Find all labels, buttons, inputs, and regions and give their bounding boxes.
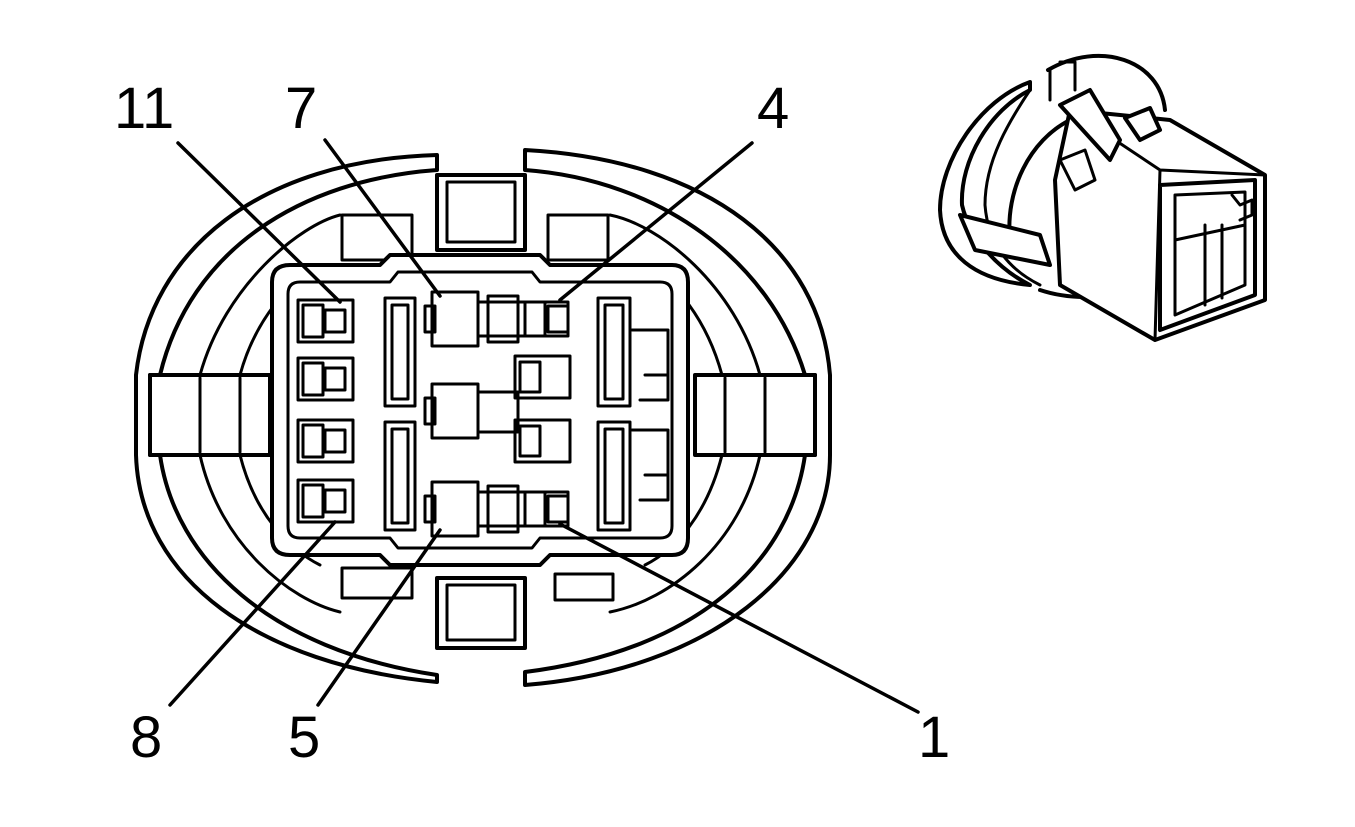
leader-lines: [168, 138, 920, 714]
housing-outer-right: [523, 148, 832, 687]
slot-left-lower: [383, 420, 417, 532]
pin-10: [296, 356, 355, 402]
leader-11: [176, 141, 342, 304]
iso-flange: [938, 80, 1032, 287]
slot-right-upper: [596, 296, 632, 408]
top-lock-tab: [435, 173, 527, 252]
pin-11: [296, 298, 355, 344]
leader-7: [323, 138, 442, 298]
right-latch-detail: [630, 328, 670, 502]
pin-2: [513, 418, 572, 464]
leader-8: [168, 520, 337, 707]
pin-label-4: 4: [757, 76, 789, 141]
bottom-lock-tab: [435, 576, 527, 650]
pin-labels: 11 7 4 8 5 1: [114, 76, 950, 770]
pin-9: [296, 418, 355, 464]
pin-6: [423, 382, 520, 440]
bottom-key-left: [340, 566, 414, 600]
pin-3: [513, 354, 572, 400]
iso-top-latch: [1058, 88, 1122, 162]
housing-inner-ring-1: [198, 213, 762, 614]
slot-left-upper: [383, 296, 417, 408]
leader-4: [558, 141, 754, 302]
pin-label-1: 1: [918, 705, 950, 770]
pin-label-5: 5: [288, 705, 320, 770]
leader-1: [558, 522, 920, 714]
pin-4: [476, 294, 570, 344]
terminal-block-outer: [270, 253, 690, 567]
pin-label-8: 8: [130, 705, 162, 770]
top-key-left: [340, 213, 414, 262]
bottom-key-right: [553, 572, 615, 602]
side-latch-right: [693, 373, 817, 457]
connector-isometric-view: [938, 54, 1267, 342]
pin-column-left: [296, 298, 355, 524]
pin-label-7: 7: [285, 76, 317, 141]
pin-label-11: 11: [114, 76, 174, 141]
pin-8: [296, 478, 355, 524]
terminal-block-inner: [286, 270, 674, 550]
pin-1: [476, 484, 570, 534]
side-latch-left: [148, 373, 272, 457]
leader-5: [316, 528, 442, 707]
housing-outer-left: [134, 153, 439, 684]
slot-right-lower: [596, 420, 632, 532]
pin-column-middle: [423, 290, 572, 538]
top-key-right: [546, 213, 610, 262]
connector-face-view: [134, 148, 832, 687]
iso-side-latch: [958, 213, 1052, 267]
